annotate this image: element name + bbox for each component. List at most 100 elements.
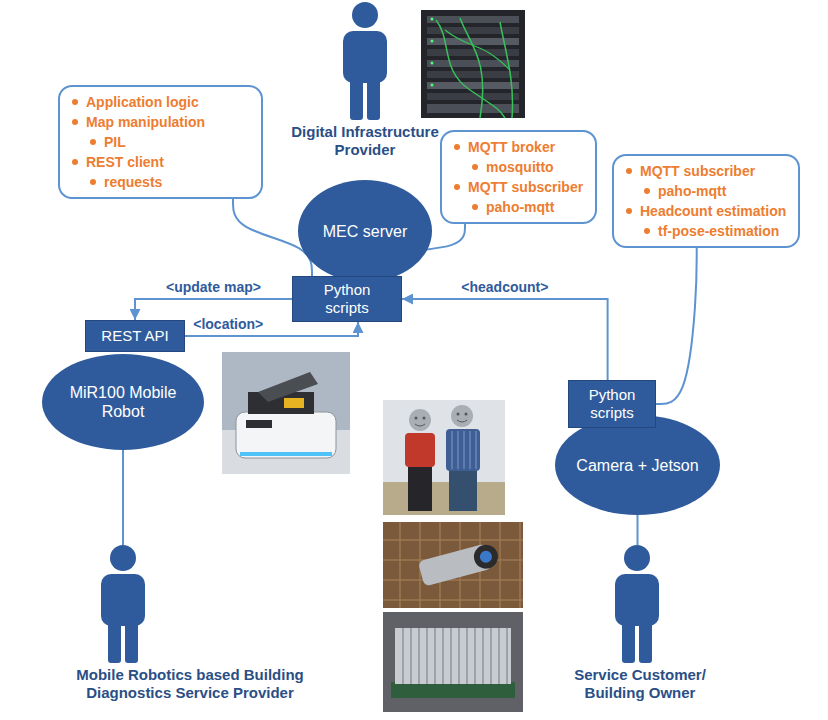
camera-photo-part-part xyxy=(479,549,494,564)
server-rack-photo-part xyxy=(427,71,519,78)
bullet-dot xyxy=(644,188,650,194)
software-item: paho-mqtt xyxy=(658,183,726,199)
people-photo-part xyxy=(415,424,425,426)
device-label: Camera + Jetson xyxy=(576,456,698,475)
person-head xyxy=(110,545,136,571)
software-callout: MQTT subscriber paho-mqttHeadcount estima… xyxy=(612,154,800,248)
stakeholder-figure: Service Customer/ Building Owner xyxy=(565,545,715,702)
bullet-item: MQTT broker xyxy=(452,137,583,157)
stakeholder-label: Mobile Robotics based Building Diagnosti… xyxy=(65,666,315,702)
people-photo-part xyxy=(408,467,432,511)
stakeholder-label: Service Customer/ Building Owner xyxy=(565,666,715,702)
device-label: MEC server xyxy=(323,222,407,241)
camera-photo-part-part xyxy=(471,542,500,571)
server-rack-photo-part xyxy=(427,104,519,113)
edge-label: <location> xyxy=(190,316,266,332)
people-photo xyxy=(383,400,505,515)
jetson-photo-part xyxy=(383,612,523,712)
camera-photo xyxy=(383,522,523,608)
people-photo-part xyxy=(452,431,476,469)
edge-label: <update map> xyxy=(163,279,264,295)
bullet-dot xyxy=(90,179,96,185)
bullet-dot xyxy=(626,208,632,214)
ellipse-shape xyxy=(42,354,204,450)
people-photo-part xyxy=(415,417,418,420)
mobile-robot-photo-part xyxy=(222,352,350,474)
device-ellipse: MEC server xyxy=(298,180,432,282)
bullet-dot xyxy=(72,99,78,105)
software-item: MQTT subscriber xyxy=(640,163,755,179)
stakeholder-figure: Mobile Robotics based Building Diagnosti… xyxy=(60,545,320,702)
mobile-robot-photo-part xyxy=(236,412,336,458)
people-photo-part xyxy=(405,433,435,467)
edge-label: <headcount> xyxy=(458,279,551,295)
people-photo-part xyxy=(449,471,477,511)
server-rack-photo xyxy=(421,10,525,118)
person-body xyxy=(343,31,387,83)
bullet-dot xyxy=(72,159,78,165)
software-box: Python scripts xyxy=(568,380,656,428)
server-rack-photo-part xyxy=(445,30,510,70)
ellipse-fill xyxy=(298,180,432,282)
server-rack-photo-part xyxy=(427,93,519,100)
bullet-item: mosquitto xyxy=(452,157,583,177)
device-label: MiR100 Mobile Robot xyxy=(62,383,184,421)
connector xyxy=(656,248,697,404)
software-item: paho-mqtt xyxy=(486,199,554,215)
bullet-item: PIL xyxy=(70,132,249,152)
camera-photo-part xyxy=(383,522,523,608)
bullet-item: Headcount estimation xyxy=(624,201,786,221)
software-item: MQTT broker xyxy=(468,139,555,155)
software-box: REST API xyxy=(85,320,185,352)
server-rack-photo-part xyxy=(431,18,434,21)
device-ellipse: Camera + Jetson xyxy=(555,415,720,515)
mobile-robot-photo-part xyxy=(258,372,318,402)
person-icon xyxy=(343,2,387,120)
mobile-robot-photo-part xyxy=(284,398,304,408)
person-leg xyxy=(108,615,121,663)
software-box: Python scripts xyxy=(292,276,402,322)
stakeholder-label: Digital Infrastructure Provider xyxy=(275,123,455,159)
server-rack-photo-part xyxy=(431,84,434,87)
connector xyxy=(122,450,124,545)
person-body xyxy=(615,574,659,626)
jetson-photo-part xyxy=(391,682,515,698)
bullet-item: MQTT subscriber xyxy=(452,177,583,197)
server-rack-photo-part xyxy=(431,40,434,43)
software-item: Map manipulation xyxy=(86,114,205,130)
server-rack-photo-part xyxy=(436,20,505,118)
people-photo-part xyxy=(383,482,505,515)
bullet-dot xyxy=(454,144,460,150)
software-item: Application logic xyxy=(86,94,199,110)
mobile-robot-photo-part xyxy=(240,452,332,456)
bullet-dot xyxy=(454,184,460,190)
server-rack-photo-part xyxy=(500,22,513,118)
bullet-dot xyxy=(626,168,632,174)
software-item: Headcount estimation xyxy=(640,203,786,219)
bullet-dot xyxy=(472,164,478,170)
people-photo-part xyxy=(446,429,480,471)
mobile-robot-photo-part xyxy=(246,420,272,428)
bullet-item: paho-mqtt xyxy=(452,197,583,217)
software-callout: MQTT broker mosquittoMQTT subscriber paho-… xyxy=(440,130,597,224)
bullet-item: requests xyxy=(70,172,249,192)
connector xyxy=(637,515,639,545)
bullet-dot xyxy=(472,204,478,210)
bullet-item: Map manipulation xyxy=(70,112,249,132)
bullet-dot xyxy=(90,139,96,145)
software-item: mosquitto xyxy=(486,159,554,175)
people-photo-part xyxy=(451,405,473,427)
people-photo-part xyxy=(457,413,460,416)
camera-photo-part xyxy=(383,522,523,608)
software-item: requests xyxy=(104,174,162,190)
software-item: tf-pose-estimation xyxy=(658,223,779,239)
ellipse-fill xyxy=(555,415,720,515)
person-leg xyxy=(350,72,363,120)
person-leg xyxy=(125,615,138,663)
mobile-robot-photo xyxy=(222,352,350,474)
bullet-item: tf-pose-estimation xyxy=(624,221,786,241)
people-photo-part xyxy=(409,409,431,431)
person-head xyxy=(624,545,650,571)
software-item: REST client xyxy=(86,154,164,170)
software-item: PIL xyxy=(104,134,126,150)
